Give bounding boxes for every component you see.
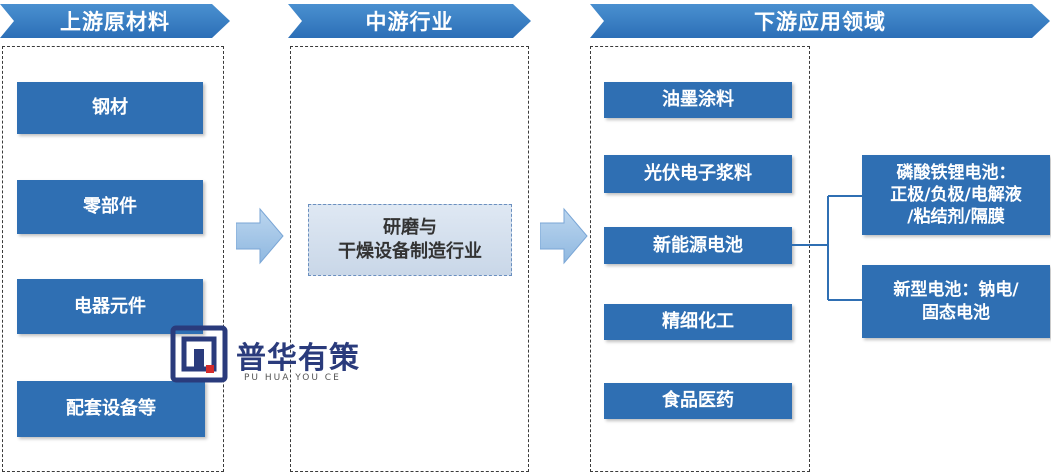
- midstream-line2: 干燥设备制造行业: [338, 241, 482, 262]
- header-downstream-label: 下游应用领域: [754, 10, 886, 34]
- header-midstream: 中游行业: [288, 4, 531, 38]
- upstream-item-equipment: 配套设备等: [17, 381, 205, 437]
- battery-item-line: 正极/负极/电解液: [890, 184, 1022, 205]
- battery-item-line: 新型电池：钠电/: [893, 280, 1019, 301]
- arrow-right-icon: [540, 207, 588, 265]
- battery-item-line: 磷酸铁锂电池：: [896, 162, 1016, 183]
- header-downstream: 下游应用领域: [590, 4, 1050, 38]
- midstream-line1: 研磨与: [383, 216, 437, 238]
- upstream-item-label: 零部件: [83, 196, 137, 218]
- battery-item-new-type: 新型电池：钠电/ 固态电池: [862, 265, 1050, 338]
- battery-item-line: 固态电池: [922, 302, 990, 323]
- downstream-item-food-medicine: 食品医药: [604, 383, 792, 419]
- downstream-item-new-energy-battery: 新能源电池: [604, 227, 792, 264]
- battery-item-lfp: 磷酸铁锂电池： 正极/负极/电解液 /粘结剂/隔膜: [862, 155, 1050, 235]
- downstream-item-label: 食品医药: [662, 390, 734, 412]
- header-upstream-label: 上游原材料: [60, 10, 170, 34]
- downstream-item-label: 精细化工: [662, 311, 734, 333]
- midstream-box: 研磨与 干燥设备制造行业: [308, 204, 512, 276]
- downstream-item-pv-paste: 光伏电子浆料: [604, 155, 792, 193]
- battery-connector: [792, 195, 862, 301]
- upstream-item-label: 配套设备等: [66, 398, 156, 420]
- downstream-item-ink: 油墨涂料: [604, 82, 792, 118]
- downstream-item-label: 油墨涂料: [662, 89, 734, 111]
- header-upstream: 上游原材料: [0, 4, 230, 38]
- downstream-item-fine-chemical: 精细化工: [604, 304, 792, 340]
- header-midstream-label: 中游行业: [365, 10, 454, 34]
- downstream-item-label: 光伏电子浆料: [644, 163, 752, 185]
- arrow-right-icon: [236, 207, 284, 265]
- upstream-item-label: 电器元件: [74, 295, 146, 317]
- upstream-item-electrical: 电器元件: [17, 279, 203, 334]
- upstream-item-label: 钢材: [92, 97, 128, 119]
- watermark-name: 普华有策: [236, 341, 360, 376]
- upstream-item-steel: 钢材: [17, 82, 203, 134]
- upstream-item-parts: 零部件: [17, 180, 203, 234]
- puhua-logo-icon: [170, 325, 228, 383]
- battery-item-line: /粘结剂/隔膜: [907, 207, 1005, 228]
- watermark-sub: PU HUA YOU CE: [244, 373, 341, 383]
- downstream-item-label: 新能源电池: [653, 234, 743, 256]
